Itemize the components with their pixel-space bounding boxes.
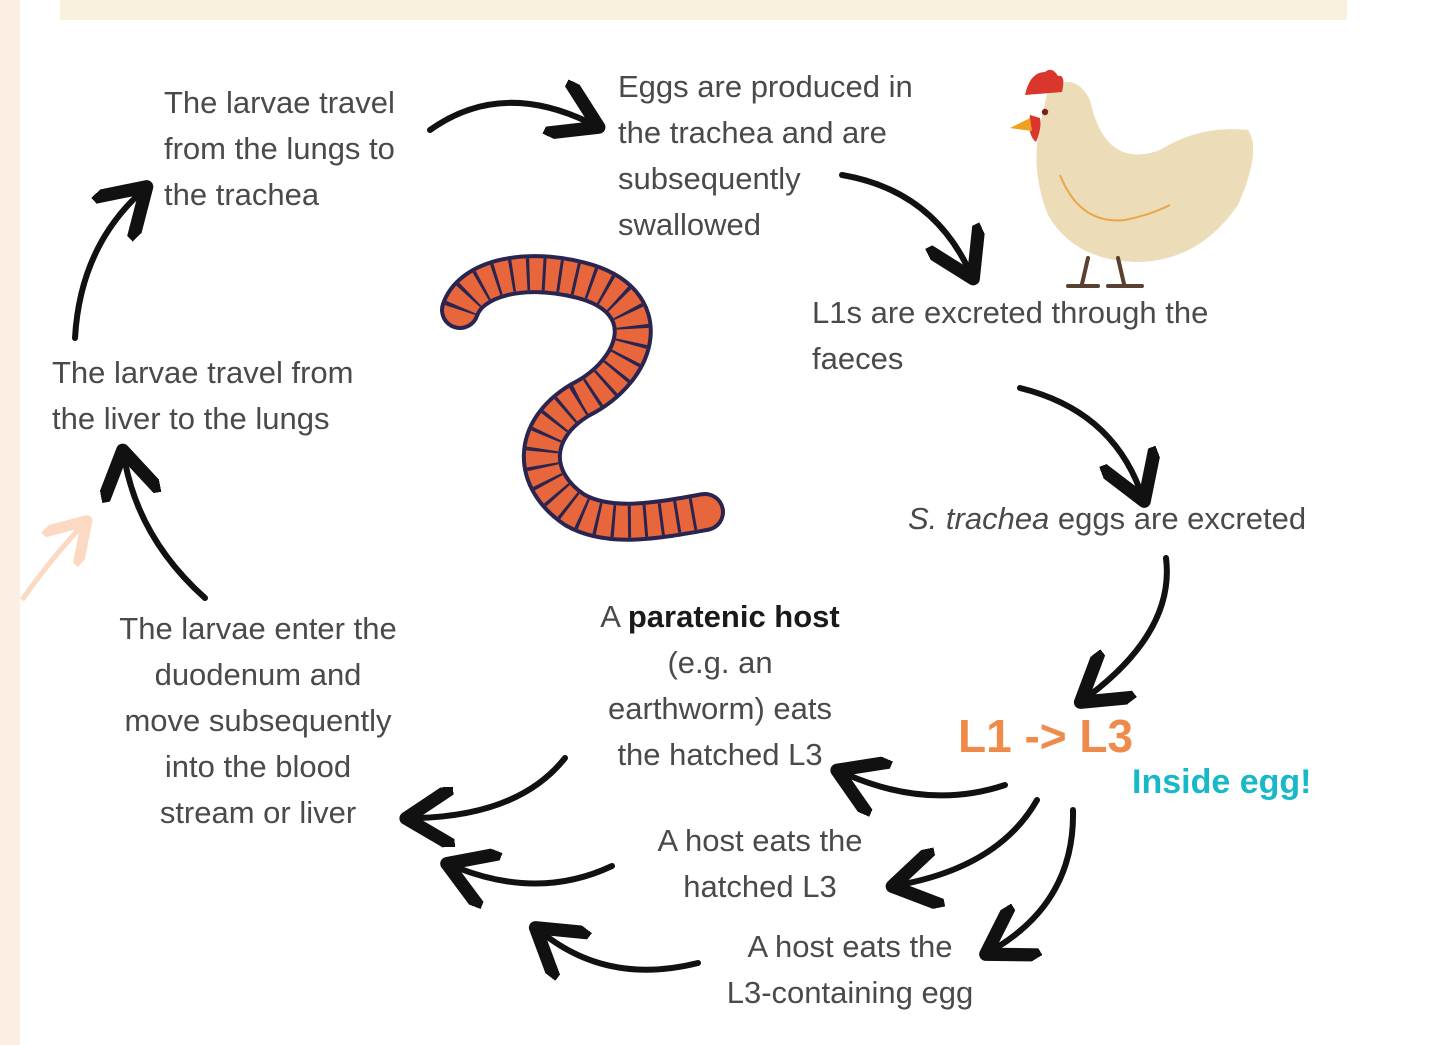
arrow-l1l3-to-paratenic xyxy=(848,775,1008,795)
arrow-host-egg-to-duodenum xyxy=(545,935,701,970)
label-paratenic-host: A paratenic host (e.g. an earthworm) eat… xyxy=(600,599,840,772)
label-host-eats-hatched: A host eats the hatched L3 xyxy=(657,823,863,904)
arrow-l1l3-to-host-hatched xyxy=(904,797,1040,884)
label-l1-to-l3: L1 -> L3 xyxy=(958,710,1134,762)
label-eggs-excreted: S. trachea eggs are excreted xyxy=(908,501,1307,536)
arrow-liver-lungs-to-trachea xyxy=(72,195,138,341)
label-inside-egg: Inside egg! xyxy=(1132,763,1312,801)
faint-arrow xyxy=(19,528,80,602)
arrow-l1l3-to-host-egg xyxy=(996,807,1077,948)
arrow-lungs-to-eggs xyxy=(427,103,588,130)
earthworm-icon xyxy=(440,254,725,542)
hen-icon xyxy=(1010,69,1254,288)
arrow-eggs-to-l1l3 xyxy=(1090,555,1170,695)
label-host-eats-egg: A host eats the L3-containing egg xyxy=(726,929,974,1010)
label-larvae-duodenum: The larvae enter the duodenum and move s… xyxy=(119,611,397,830)
label-l1s-excreted: L1s are excreted through the faeces xyxy=(812,295,1209,376)
arrow-duodenum-to-liver-lungs xyxy=(125,462,208,601)
label-larvae-lungs-to-trachea: The larvae travel from the lungs to the … xyxy=(164,85,395,212)
arrow-paratenic-to-duodenum xyxy=(418,755,568,818)
label-larvae-liver-to-lungs: The larvae travel from the liver to the … xyxy=(52,355,354,436)
left-decorative-strip xyxy=(0,0,20,1045)
arrow-host-hatched-to-duodenum xyxy=(458,866,615,884)
label-eggs-produced: Eggs are produced in the trachea and are… xyxy=(618,69,913,242)
top-banner xyxy=(60,0,1347,20)
arrow-l1s-to-eggs-excreted xyxy=(1017,385,1140,490)
arrow-eggs-to-l1s xyxy=(839,172,968,268)
